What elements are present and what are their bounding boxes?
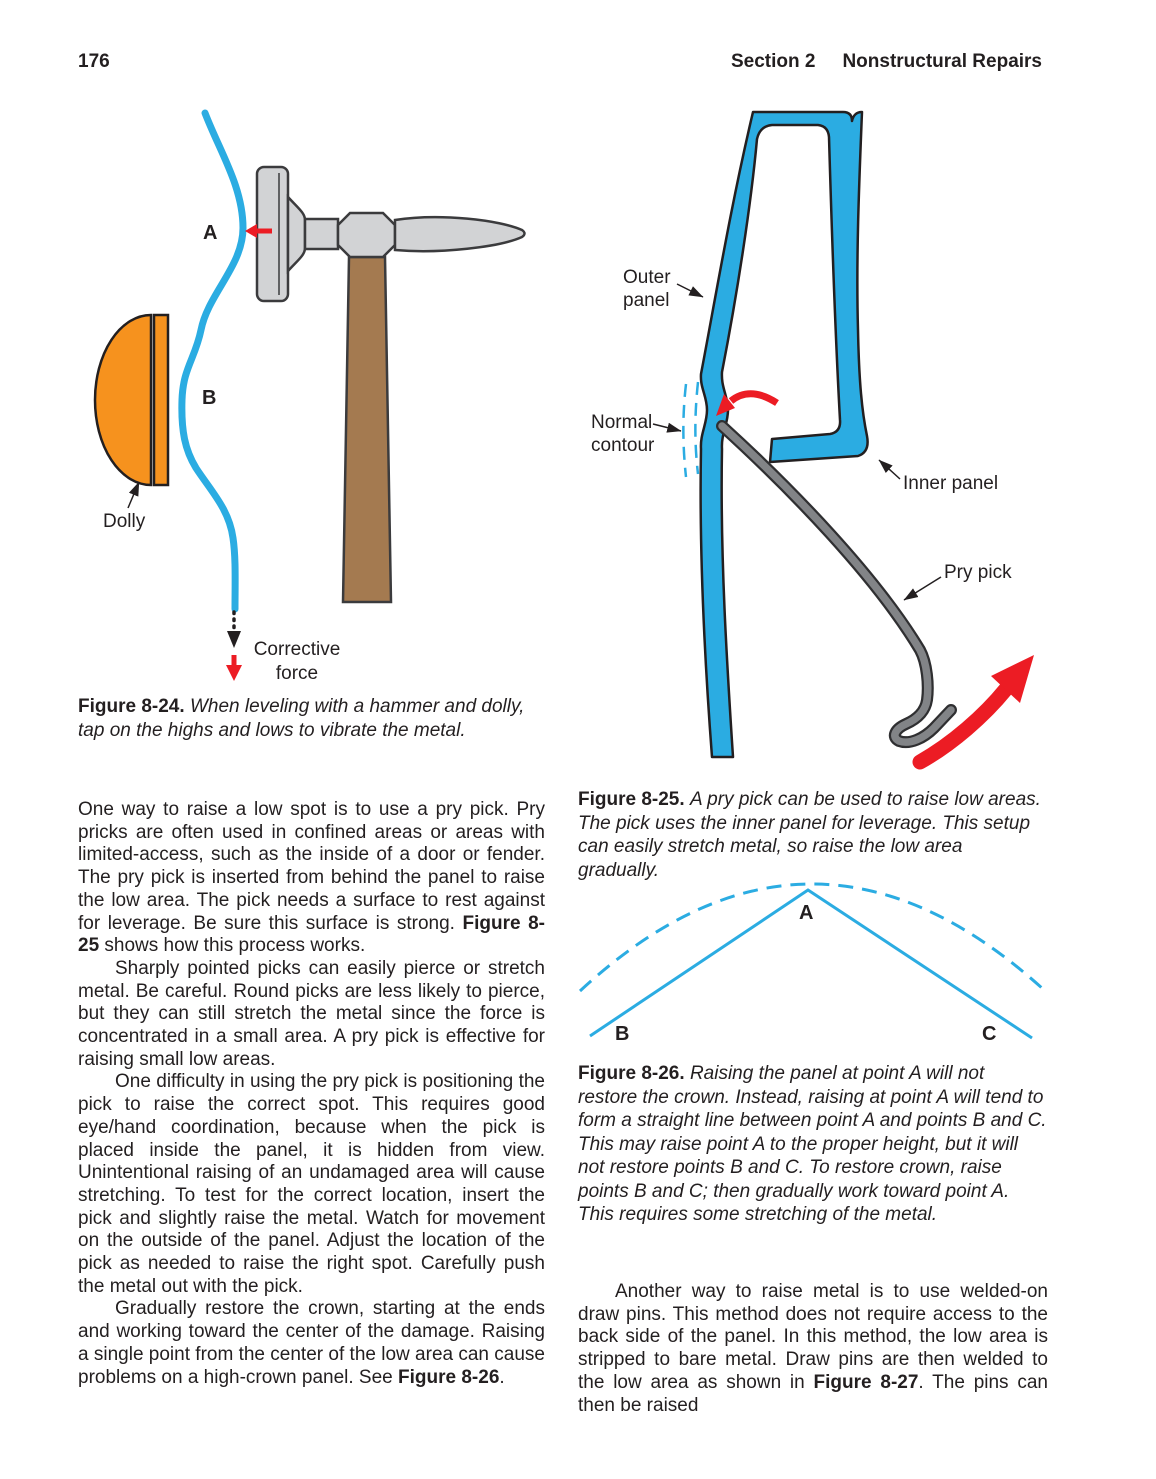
label-pry-pick: Pry pick: [944, 562, 1012, 583]
hammer-handle: [341, 255, 393, 604]
figure-8-25-drawing: Outer panel Normal contour Inner panel P…: [591, 110, 1034, 770]
dolly-pointer-line: [127, 481, 140, 509]
pry-pick-pointer-line: [903, 576, 942, 601]
label-point-c: C: [982, 1023, 996, 1045]
figure-8-26-drawing: A B C: [578, 882, 1045, 1045]
label-corrective: Corrective: [254, 639, 341, 660]
figure-8-26-caption: Figure 8-26. Raising the panel at point …: [578, 1063, 1047, 1225]
dent-push-arrow: [716, 390, 779, 416]
door-frame-section: [699, 110, 869, 759]
flattened-lines: [589, 888, 1033, 1040]
label-point-b: B: [615, 1023, 629, 1045]
label-normal-contour-2: contour: [591, 435, 655, 456]
pry-pick-tool: [716, 420, 957, 749]
label-point-a: A: [203, 222, 217, 244]
paragraph: Gradually restore the crown, starting at…: [78, 1298, 545, 1388]
pry-direction-arrow: [912, 655, 1034, 770]
paragraph: One difficulty in using the pry pick is …: [78, 1071, 545, 1297]
label-inner-panel: Inner panel: [903, 473, 998, 494]
right-column-text: Another way to raise metal is to use wel…: [578, 1281, 1048, 1417]
section-number: Section 2: [730, 51, 816, 72]
hammer-pick-spike: [393, 215, 526, 253]
label-force: force: [276, 663, 318, 684]
outer-panel-pointer-line: [676, 283, 704, 298]
hammer-face-plate: [255, 165, 290, 303]
normal-contour-dashes: [682, 381, 700, 478]
section-title: Nonstructural Repairs: [842, 51, 1042, 72]
figure-8-24-drawing: A B Dolly Corrective force: [93, 109, 526, 684]
hammer-neck: [286, 193, 307, 275]
corrective-force-arrow: [226, 610, 242, 681]
running-header: Section 2 Nonstructural Repairs: [731, 51, 1042, 73]
dolly-strip: [152, 313, 170, 487]
left-column-text: One way to raise a low spot is to use a …: [78, 799, 545, 1389]
figure-8-24-caption: Figure 8-24. When leveling with a hammer…: [78, 696, 525, 741]
hammer-shaft: [303, 217, 340, 251]
label-point-a: A: [799, 902, 813, 924]
normal-contour-pointer-line: [652, 422, 682, 433]
dolly-body: [93, 313, 153, 487]
label-point-b: B: [202, 387, 216, 409]
crown-dashed-arc: [578, 882, 1045, 993]
paragraph: Another way to raise metal is to use wel…: [578, 1281, 1048, 1416]
label-outer-panel-2: panel: [623, 290, 670, 311]
paragraph: Sharply pointed picks can easily pierce …: [78, 957, 545, 1070]
figure-8-25-caption: Figure 8-25. A pry pick can be used to r…: [578, 789, 1041, 881]
label-normal-contour-1: Normal: [591, 412, 652, 433]
paragraph: One way to raise a low spot is to use a …: [78, 799, 546, 957]
hammer-illustration: [255, 165, 526, 604]
label-outer-panel-1: Outer: [623, 267, 671, 288]
label-dolly: Dolly: [103, 511, 146, 532]
dolly-illustration: [93, 313, 170, 487]
tap-force-arrow: [245, 224, 272, 238]
page-number: 176: [78, 51, 110, 72]
panel-contour-curve: [178, 109, 247, 613]
hammer-head-block: [336, 211, 397, 259]
inner-panel-pointer-line: [878, 459, 901, 480]
